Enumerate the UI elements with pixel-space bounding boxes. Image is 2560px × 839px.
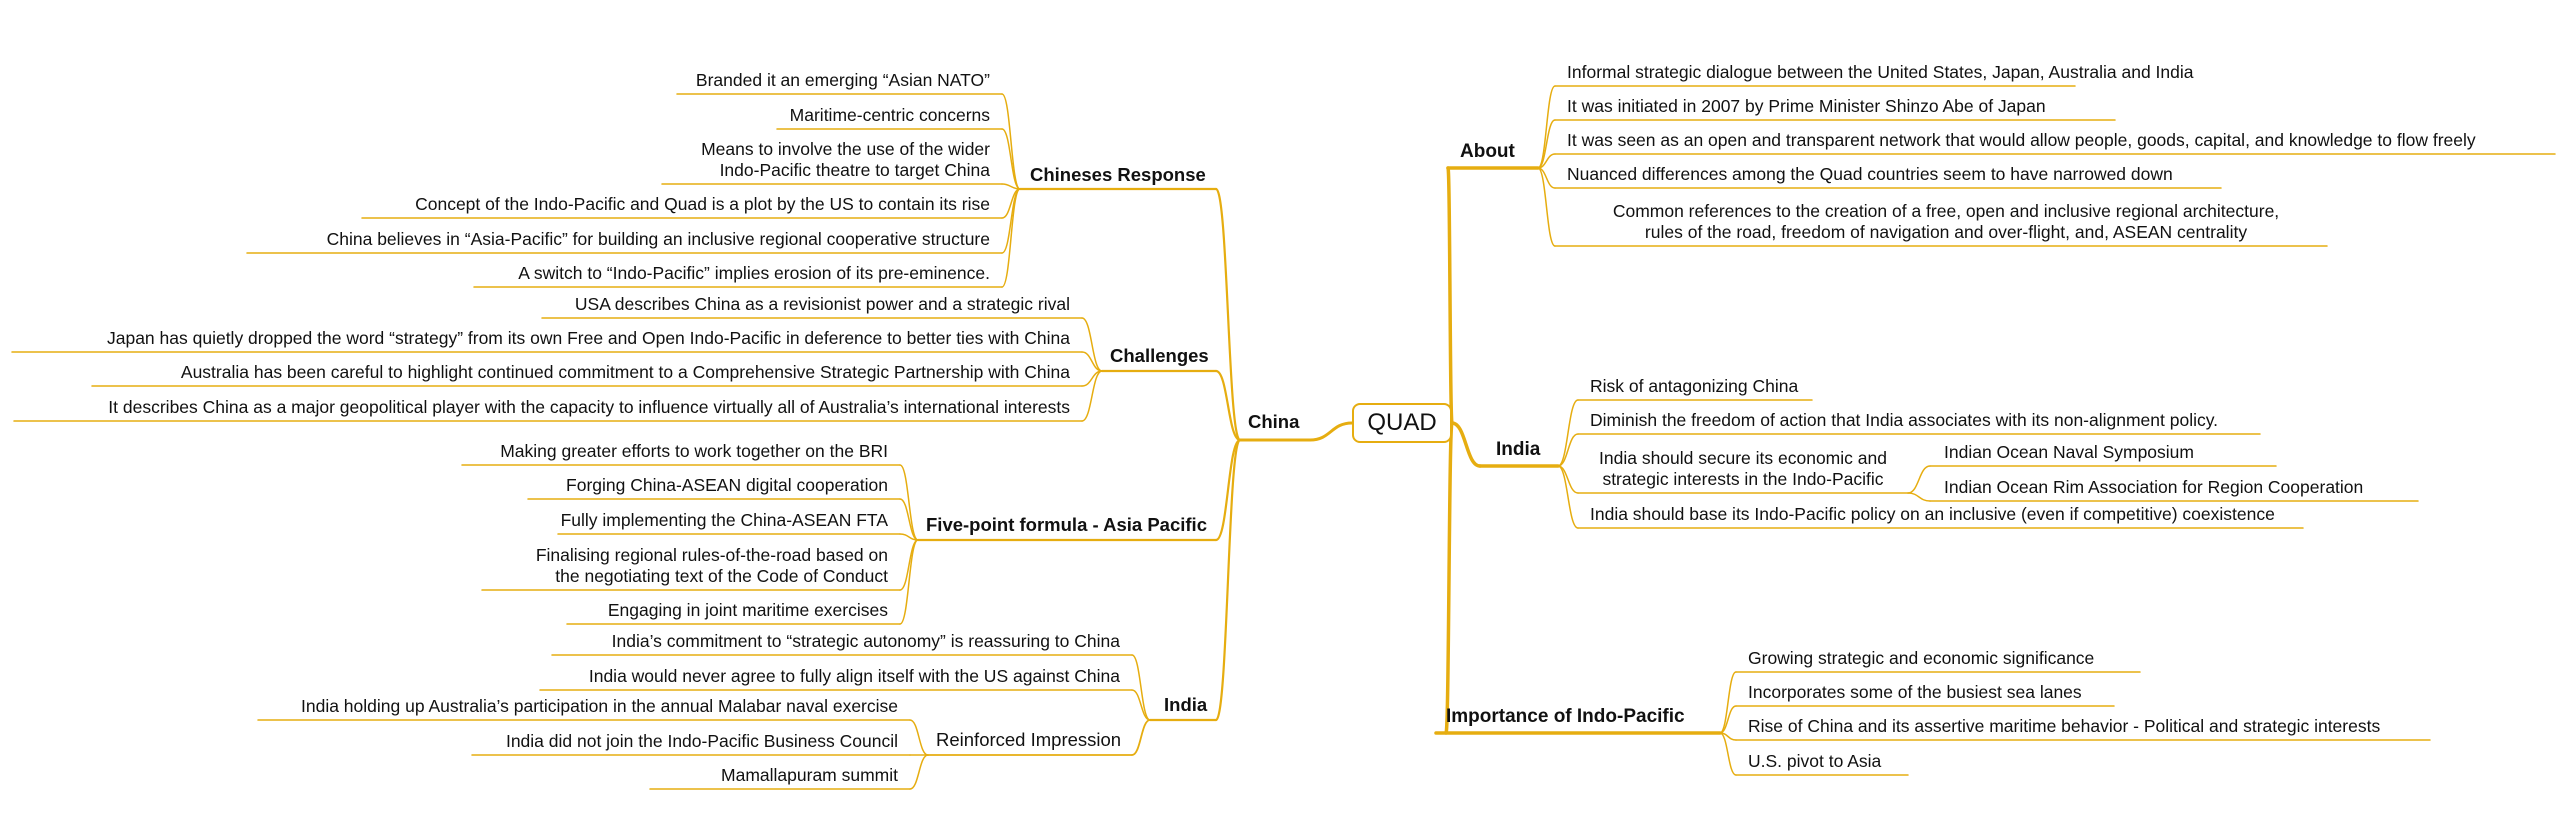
- branch-root-about: [1446, 166, 1454, 425]
- leaf-chineses-response-2[interactable]: Means to involve the use of the wider In…: [701, 139, 990, 180]
- branch-ch-3: [1081, 370, 1103, 422]
- branch-ab-1: [1537, 119, 1556, 169]
- branch-cr-0: [1001, 93, 1021, 190]
- leaf-reinforced-1[interactable]: India did not join the Indo-Pacific Busi…: [505, 731, 898, 751]
- node-india-right[interactable]: India: [1496, 439, 1541, 460]
- leaf-chineses-response-5[interactable]: A switch to “Indo-Pacific” implies erosi…: [518, 263, 990, 283]
- leaf-importance-0[interactable]: Growing strategic and economic significa…: [1748, 648, 2095, 668]
- branch-cr-5: [1001, 188, 1021, 288]
- leaf-about-1[interactable]: It was initiated in 2007 by Prime Minist…: [1567, 96, 2046, 116]
- leaf-importance-3[interactable]: U.S. pivot to Asia: [1748, 751, 1882, 771]
- leaf-chineses-response-0[interactable]: Branded it an emerging “Asian NATO”: [695, 70, 990, 90]
- branch-root-importance: [1444, 421, 1454, 735]
- branch-il-1: [1131, 689, 1151, 721]
- branch-root-india: [1450, 421, 1482, 468]
- leaf-five-point-0[interactable]: Making greater efforts to work together …: [500, 441, 888, 461]
- branch-ch-1: [1081, 351, 1103, 372]
- leaf-challenges-1[interactable]: Japan has quietly dropped the word “stra…: [106, 328, 1070, 348]
- branch-im-1: [1719, 705, 1737, 734]
- branch-ab-0: [1537, 85, 1556, 169]
- leaf-india-left-0[interactable]: India’s commitment to “strategic autonom…: [611, 631, 1120, 651]
- branch-fp-2: [899, 533, 919, 541]
- branch-fp-1: [899, 498, 919, 541]
- leaf-importance-1[interactable]: Incorporates some of the busiest sea lan…: [1748, 682, 2082, 702]
- branch-fp-0: [899, 464, 919, 541]
- leaf-about-3[interactable]: Nuanced differences among the Quad count…: [1567, 164, 2173, 184]
- branch-china-five-point: [1214, 438, 1242, 542]
- leaf-five-point-3[interactable]: Finalising regional rules-of-the-road ba…: [535, 545, 888, 586]
- root-node-quad[interactable]: QUAD: [1352, 403, 1452, 443]
- branch-ch-0: [1081, 317, 1103, 372]
- node-five-point[interactable]: Five-point formula - Asia Pacific: [926, 514, 1207, 535]
- leaf-secure-1[interactable]: Indian Ocean Rim Association for Region …: [1944, 477, 2364, 497]
- branch-ir-3: [1557, 465, 1579, 529]
- leaf-five-point-1[interactable]: Forging China-ASEAN digital cooperation: [566, 475, 888, 495]
- branch-ri-0: [909, 719, 929, 756]
- branch-sc-1: [1907, 492, 1931, 502]
- leaf-reinforced-2[interactable]: Mamallapuram summit: [721, 765, 898, 785]
- leaf-india-right-2[interactable]: India should secure its economic and str…: [1599, 448, 1887, 489]
- node-about[interactable]: About: [1460, 141, 1515, 162]
- leaf-secure-0[interactable]: Indian Ocean Naval Symposium: [1944, 442, 2194, 462]
- branch-root-china: [1308, 421, 1354, 442]
- leaf-importance-2[interactable]: Rise of China and its assertive maritime…: [1748, 716, 2381, 736]
- leaf-chineses-response-4[interactable]: China believes in “Asia-Pacific” for bui…: [326, 229, 990, 249]
- branch-ab-4: [1537, 167, 1556, 247]
- leaf-about-0[interactable]: Informal strategic dialogue between the …: [1567, 62, 2194, 82]
- leaf-chineses-response-1[interactable]: Maritime-centric concerns: [789, 105, 990, 125]
- leaf-india-left-1[interactable]: India would never agree to fully align i…: [588, 666, 1120, 686]
- node-china[interactable]: China: [1248, 411, 1300, 432]
- branch-ri-2: [909, 754, 929, 790]
- branch-cr-1: [1001, 128, 1021, 190]
- branch-il-0: [1131, 654, 1151, 721]
- leaf-challenges-0[interactable]: USA describes China as a revisionist pow…: [574, 294, 1070, 314]
- leaf-challenges-3[interactable]: It describes China as a major geopolitic…: [108, 397, 1070, 417]
- node-india-left[interactable]: India: [1164, 694, 1208, 715]
- branch-fp-4: [899, 539, 919, 625]
- leaf-challenges-2[interactable]: Australia has been careful to highlight …: [180, 362, 1070, 382]
- node-challenges[interactable]: Challenges: [1110, 345, 1209, 366]
- leaf-india-right-0[interactable]: Risk of antagonizing China: [1590, 376, 1799, 396]
- leaf-chineses-response-3[interactable]: Concept of the Indo-Pacific and Quad is …: [415, 194, 990, 214]
- branch-ir-1: [1557, 433, 1579, 467]
- branch-sc-0: [1907, 465, 1931, 494]
- node-importance[interactable]: Importance of Indo-Pacific: [1446, 706, 1685, 727]
- branch-ir-0: [1557, 399, 1579, 467]
- branch-ir-2: [1557, 465, 1579, 494]
- leaf-india-right-3[interactable]: India should base its Indo-Pacific polic…: [1590, 504, 2275, 524]
- leaf-five-point-2[interactable]: Fully implementing the China-ASEAN FTA: [560, 510, 888, 530]
- node-chineses-response[interactable]: Chineses Response: [1030, 164, 1206, 185]
- branch-china-chineses-response: [1214, 187, 1242, 442]
- leaf-about-4[interactable]: Common references to the creation of a f…: [1612, 201, 2280, 242]
- branch-il-reinforced: [1131, 719, 1151, 756]
- branch-im-0: [1719, 671, 1737, 734]
- branch-im-3: [1719, 732, 1737, 776]
- node-reinforced[interactable]: Reinforced Impression: [936, 729, 1122, 750]
- branch-china-india: [1214, 438, 1242, 722]
- leaf-about-2[interactable]: It was seen as an open and transparent n…: [1567, 130, 2476, 150]
- leaf-india-right-1[interactable]: Diminish the freedom of action that Indi…: [1590, 410, 2219, 430]
- leaf-reinforced-0[interactable]: India holding up Australia’s participati…: [301, 696, 898, 716]
- leaf-five-point-4[interactable]: Engaging in joint maritime exercises: [607, 600, 888, 620]
- branch-china-challenges: [1214, 369, 1242, 442]
